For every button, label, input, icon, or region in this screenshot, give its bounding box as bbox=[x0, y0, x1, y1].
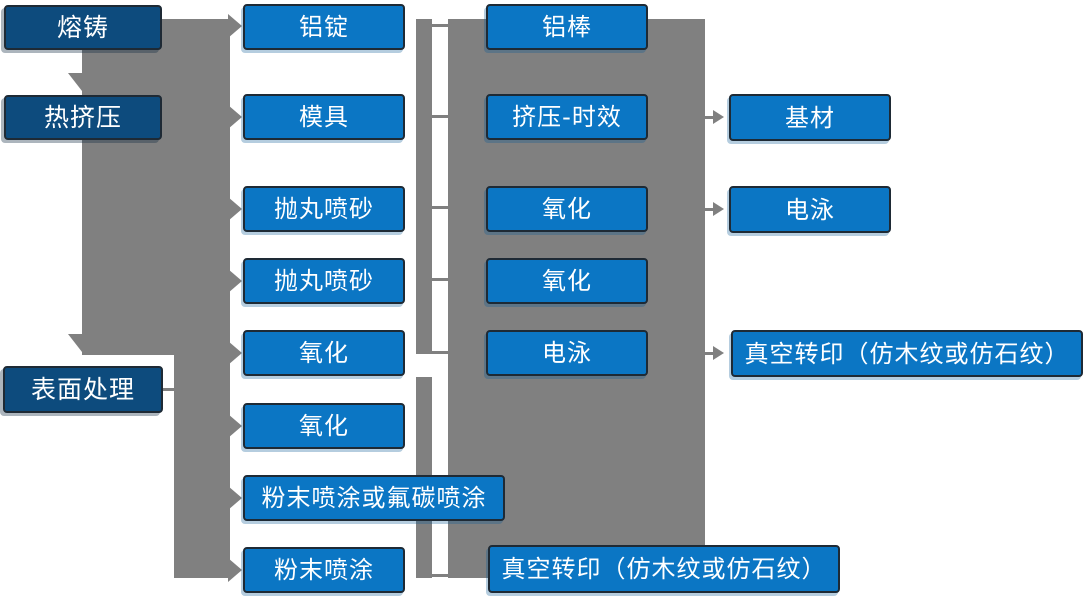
arrowhead-right-icon bbox=[228, 269, 242, 293]
node-yang-hua-4: 氧化 bbox=[486, 258, 648, 304]
node-ji-ya-shi-xiao: 挤压-时效 bbox=[486, 94, 648, 140]
arrowhead-right-icon bbox=[228, 486, 242, 510]
node-biao-mian-chu-li: 表面处理 bbox=[3, 366, 163, 413]
node-pao-wan-pen-sha-1: 抛丸喷砂 bbox=[243, 186, 405, 232]
small-arrow-shaft bbox=[703, 208, 714, 211]
connector-link bbox=[430, 206, 449, 209]
arrowhead-right-icon bbox=[228, 414, 242, 438]
small-arrowhead-right-icon bbox=[713, 202, 724, 216]
node-lv-bang: 铝棒 bbox=[486, 4, 648, 50]
small-arrowhead-right-icon bbox=[713, 110, 724, 124]
node-lv-ding: 铝锭 bbox=[243, 4, 405, 50]
arrowhead-down-icon bbox=[68, 334, 96, 352]
node-dian-yong-1: 电泳 bbox=[486, 330, 648, 376]
small-arrowhead-right-icon bbox=[713, 346, 724, 360]
arrowhead-down-icon bbox=[68, 73, 96, 91]
small-arrow-shaft bbox=[703, 116, 714, 119]
node-zhen-kong-zhuan-yin-right: 真空转印（仿木纹或仿石纹） bbox=[731, 330, 1083, 377]
node-yang-hua-1: 氧化 bbox=[243, 330, 405, 376]
node-rong-zhu: 熔铸 bbox=[4, 5, 162, 50]
node-dian-yong-2: 电泳 bbox=[729, 186, 891, 233]
node-fen-mo-or-fu-tan: 粉末喷涂或氟碳喷涂 bbox=[243, 475, 505, 521]
gray-band-mid-bar-upper bbox=[416, 19, 432, 354]
node-pao-wan-pen-sha-2: 抛丸喷砂 bbox=[243, 258, 405, 304]
connector-link bbox=[430, 351, 449, 354]
arrowhead-right-icon bbox=[228, 558, 242, 582]
gray-band-left-lower-band bbox=[174, 355, 230, 578]
node-zhen-kong-zhuan-yin-bottom: 真空转印（仿木纹或仿石纹） bbox=[488, 545, 840, 593]
connector-link bbox=[162, 388, 175, 391]
arrowhead-right-icon bbox=[228, 105, 242, 129]
node-re-ji-ya: 热挤压 bbox=[4, 95, 162, 140]
connector-link bbox=[430, 115, 449, 118]
connector-link bbox=[430, 278, 449, 281]
node-yang-hua-3: 氧化 bbox=[486, 186, 648, 232]
node-ji-cai: 基材 bbox=[729, 94, 891, 141]
node-mo-ju: 模具 bbox=[243, 94, 405, 140]
arrowhead-right-icon bbox=[228, 197, 242, 221]
small-arrow-shaft bbox=[703, 352, 714, 355]
connector-link bbox=[430, 24, 449, 27]
arrowhead-right-icon bbox=[228, 341, 242, 365]
gray-band-left-band bbox=[82, 19, 230, 355]
node-yang-hua-2: 氧化 bbox=[243, 403, 405, 449]
arrowhead-right-icon bbox=[228, 14, 242, 38]
node-fen-mo-pen-tu: 粉末喷涂 bbox=[243, 547, 405, 593]
connector-link bbox=[429, 574, 450, 577]
